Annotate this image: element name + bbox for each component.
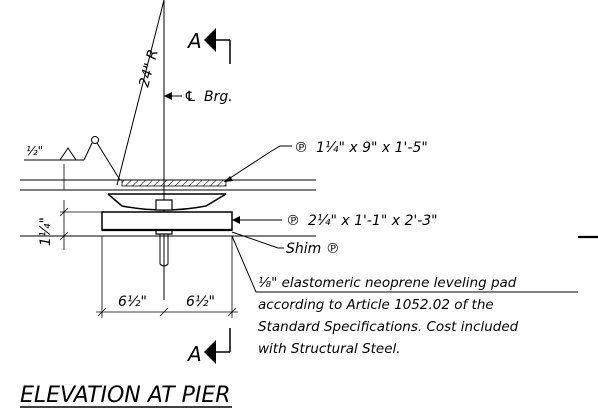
plate-thickness-label: 1¼" [38,217,54,246]
cl-bearing-label: Brg. [204,89,233,105]
bolt-nut-top [155,199,173,211]
dim-tick-right [227,307,237,317]
note-leader [231,235,578,293]
top-sole-plate [121,179,227,187]
bottom-plate-spec: 2¼" x 1'-1" x 2'-3" [308,213,438,229]
drawing-title-group: ELEVATION AT PIER [20,383,232,408]
radius-label: 24" R [136,48,161,89]
cl-bearing-callout: ℄ Brg. [164,89,233,105]
section-marker-top: A [186,28,231,64]
masonry-plate-body [101,211,233,231]
section-letter-bottom: A [186,342,202,366]
dim-right-label: 6½" [186,294,215,310]
section-arrow-bottom-icon [204,340,216,364]
section-marker-bottom: A [186,328,231,366]
top-plate-arrow-icon [224,176,233,182]
plate-thickness-dimension: 1¼" [38,164,102,250]
top-plate-leader-shoulder [269,145,292,153]
shim-leader [231,231,284,249]
cl-symbol: ℄ [184,89,197,105]
note-line-1: ⅛" elastomeric neoprene leveling pad [258,275,517,291]
shim-callout: Shim ℗ [231,231,340,257]
shim-label: Shim ℗ [286,241,340,257]
weld-size-label: ½" [26,144,43,158]
width-dimension: 6½" 6½" [96,236,238,318]
dim-tick-center [159,307,169,317]
top-plate-callout: ℗ 1¼" x 9" x 1'-5" [223,140,428,183]
note-line-2: according to Article 1052.02 of the [258,297,494,313]
thk-tick-bottom [59,231,69,241]
bolt-break [159,263,169,267]
note-line-3: Standard Specifications. Cost included [258,319,519,335]
dim-tick-left [97,307,107,317]
weld-symbol-icon [59,147,77,161]
radius-leader [116,0,165,186]
bottom-plate-symbol: ℗ [286,213,300,229]
section-letter-top: A [186,29,202,53]
sole-plate-hatch [121,179,227,187]
dim-left-label: 6½" [118,294,147,310]
drawing-title: ELEVATION AT PIER [20,383,231,408]
weld-arrow-line [83,142,93,161]
cl-arrow-icon [164,92,172,100]
top-plate-spec: 1¼" x 9" x 1'-5" [316,140,428,156]
bottom-plate-arrow-icon [232,216,240,224]
thk-tick-top [59,207,69,217]
leveling-pad-note: ⅛" elastomeric neoprene leveling pad acc… [231,235,578,357]
section-arrow-top-icon [204,28,216,52]
bottom-plate-callout: ℗ 2¼" x 1'-1" x 2'-3" [232,213,438,229]
weld-all-around-icon [91,136,99,144]
weld-leader [96,142,121,181]
masonry-plate [101,211,233,232]
top-plate-symbol: ℗ [294,140,308,156]
note-line-4: with Structural Steel. [258,341,401,357]
top-plate-leader [223,151,271,183]
weld-callout: ½" [24,136,121,181]
